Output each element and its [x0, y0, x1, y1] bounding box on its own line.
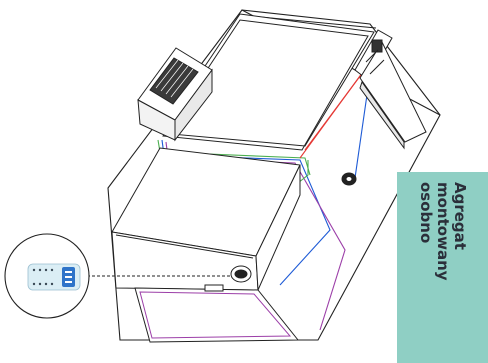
side-label-line-1: Agregat [451, 182, 469, 250]
side-label-text: Agregat montowany osobno [397, 172, 488, 363]
side-label-panel: Agregat montowany osobno [397, 172, 488, 363]
evaporator-icon [354, 29, 427, 150]
controller-icon [230, 265, 252, 283]
cabinet-door [134, 284, 300, 343]
ceiling-panel [159, 13, 375, 151]
side-label-line-2: montowany [434, 182, 452, 281]
valve-icon [341, 172, 357, 186]
side-label-line-3: osobno [417, 182, 435, 244]
condensing-unit-icon [137, 47, 213, 142]
controller-detail-callout [4, 233, 90, 319]
